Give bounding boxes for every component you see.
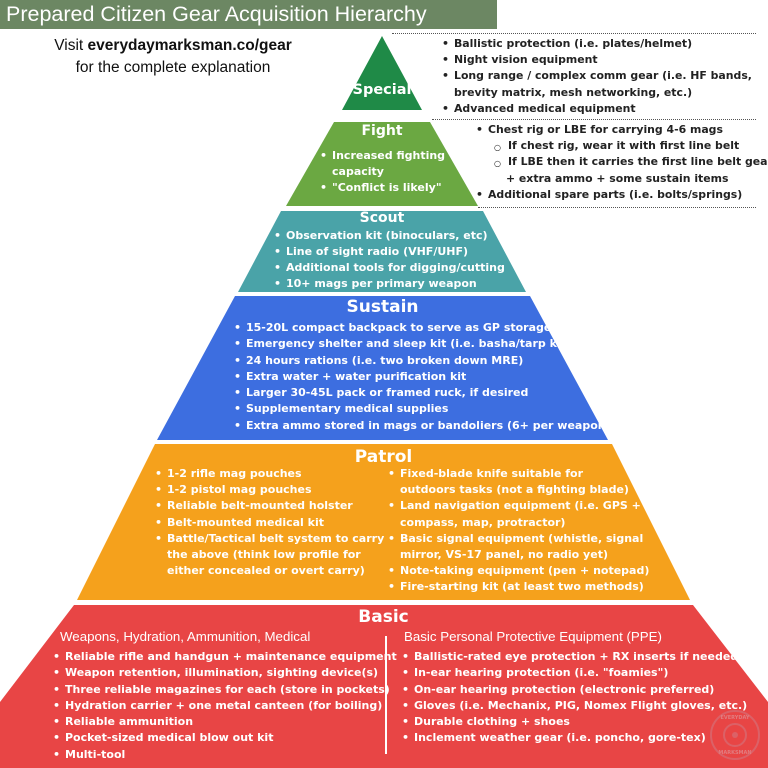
tier-scout-title: Scout — [359, 210, 405, 226]
sustain-item: 15-20L compact backpack to serve as GP s… — [234, 320, 611, 337]
basic-left-list: Reliable rifle and handgun + maintenance… — [53, 649, 397, 763]
basic-left-heading: Weapons, Hydration, Ammunition, Medical — [60, 629, 311, 644]
basic-item: Hydration carrier + one metal canteen (f… — [53, 698, 397, 715]
basic-item: Pocket-sized medical blow out kit — [53, 730, 397, 747]
patrol-item: compass, map, protractor) — [400, 515, 566, 529]
tier-special-title: Special — [352, 82, 412, 98]
sustain-item: 24 hours rations (i.e. two broken down M… — [234, 353, 611, 370]
special-item: Long range / complex comm gear (i.e. HF … — [442, 68, 752, 84]
fight-item: Increased fighting — [320, 148, 445, 164]
basic-right-list: Ballistic-rated eye protection + RX inse… — [402, 649, 747, 747]
patrol-item: Basic signal equipment (whistle, signal — [388, 531, 649, 547]
fight-list: Increased fighting capacity "Conflict is… — [320, 148, 445, 196]
gear-link[interactable]: everydaymarksman.co/gear — [87, 37, 292, 54]
scout-item: Observation kit (binoculars, etc) — [274, 228, 505, 244]
fight-side-subitem: + extra ammo + some sustain items — [506, 171, 729, 185]
basic-item: On-ear hearing protection (electronic pr… — [402, 682, 747, 699]
fight-dotted-line — [432, 119, 756, 120]
patrol-item: Fixed-blade knife suitable for — [388, 466, 649, 482]
basic-item: Gloves (i.e. Mechanix, PIG, Nomex Flight… — [402, 698, 747, 715]
sustain-item: Larger 30-45L pack or framed ruck, if de… — [234, 385, 611, 402]
basic-item: Reliable rifle and handgun + maintenance… — [53, 649, 397, 666]
basic-right-heading: Basic Personal Protective Equipment (PPE… — [404, 629, 662, 644]
everyday-marksman-seal-icon: EVERYDAY MARKSMAN — [710, 710, 760, 760]
patrol-right-list: Fixed-blade knife suitable for outdoors … — [388, 466, 649, 596]
tier-sustain-title: Sustain — [346, 297, 419, 317]
basic-item: Reliable ammunition — [53, 714, 397, 731]
patrol-item: 1-2 pistol mag pouches — [155, 482, 384, 498]
fight-item: capacity — [332, 165, 384, 178]
patrol-item: Reliable belt-mounted holster — [155, 498, 384, 514]
seal-dot — [732, 732, 738, 738]
patrol-item: 1-2 rifle mag pouches — [155, 466, 384, 482]
basic-item: Inclement weather gear (i.e. poncho, gor… — [402, 730, 747, 747]
visit-note: Visit everydaymarksman.co/gear for the c… — [8, 35, 338, 79]
sustain-item: Extra ammo stored in mags or bandoliers … — [234, 418, 611, 435]
basic-item: Weapon retention, illumination, sighting… — [53, 665, 397, 682]
special-item: brevity matrix, mesh networking, etc.) — [454, 85, 693, 99]
seal-bottom-text: MARKSMAN — [718, 750, 752, 756]
sustain-list: 15-20L compact backpack to serve as GP s… — [234, 320, 611, 434]
patrol-item: the above (think low profile for — [167, 548, 361, 562]
tier-fight-title: Fight — [361, 123, 403, 139]
patrol-item: Note-taking equipment (pen + notepad) — [388, 563, 649, 579]
tier-basic-title: Basic — [358, 607, 409, 627]
special-item: Ballistic protection (i.e. plates/helmet… — [442, 36, 752, 52]
fight-side-subitem: If chest rig, wear it with first line be… — [494, 138, 768, 156]
fight-side-item: Additional spare parts (i.e. bolts/sprin… — [476, 187, 768, 203]
patrol-item: Fire-starting kit (at least two methods) — [388, 579, 649, 595]
scout-list: Observation kit (binoculars, etc) Line o… — [274, 228, 505, 292]
patrol-item: Land navigation equipment (i.e. GPS + — [388, 498, 649, 514]
title-banner: Prepared Citizen Gear Acquisition Hierar… — [0, 0, 497, 29]
scout-item: 10+ mags per primary weapon — [274, 276, 505, 292]
basic-item: In-ear hearing protection (i.e. "foamies… — [402, 665, 747, 682]
scout-item: Additional tools for digging/cutting — [274, 260, 505, 276]
visit-suffix: for the complete explanation — [75, 59, 271, 76]
special-list: Ballistic protection (i.e. plates/helmet… — [442, 36, 752, 117]
page-title: Prepared Citizen Gear Acquisition Hierar… — [6, 2, 427, 26]
patrol-item: Belt-mounted medical kit — [155, 515, 384, 531]
fight-bottom-dotted-line — [478, 207, 756, 208]
special-item: Advanced medical equipment — [442, 101, 752, 117]
basic-item: Durable clothing + shoes — [402, 714, 747, 731]
fight-side-list: Chest rig or LBE for carrying 4-6 mags I… — [476, 122, 768, 203]
sustain-item: Supplementary medical supplies — [234, 401, 611, 418]
basic-item: Ballistic-rated eye protection + RX inse… — [402, 649, 747, 666]
fight-item: "Conflict is likely" — [320, 180, 445, 196]
basic-item: Multi-tool — [53, 747, 397, 764]
patrol-item: either concealed or overt carry) — [167, 564, 365, 578]
patrol-left-list: 1-2 rifle mag pouches 1-2 pistol mag pou… — [155, 466, 384, 579]
patrol-item: Battle/Tactical belt system to carry — [155, 531, 384, 547]
special-dotted-line — [392, 33, 756, 34]
special-item: Night vision equipment — [442, 52, 752, 68]
tier-patrol-title: Patrol — [354, 447, 413, 467]
sustain-item: Emergency shelter and sleep kit (i.e. ba… — [234, 336, 611, 353]
sustain-item: Extra water + water purification kit — [234, 369, 611, 386]
visit-prefix: Visit — [54, 37, 88, 54]
fight-side-subitem: If LBE then it carries the first line be… — [494, 154, 768, 172]
scout-item: Line of sight radio (VHF/UHF) — [274, 244, 505, 260]
seal-ring — [723, 723, 747, 747]
patrol-item: mirror, VS-17 panel, no radio yet) — [400, 548, 608, 562]
seal-top-text: EVERYDAY — [720, 715, 750, 721]
tier-special-shape — [342, 36, 422, 110]
patrol-item: outdoors tasks (not a fighting blade) — [400, 483, 629, 497]
fight-side-item: Chest rig or LBE for carrying 4-6 mags — [476, 122, 768, 138]
basic-item: Three reliable magazines for each (store… — [53, 682, 397, 699]
